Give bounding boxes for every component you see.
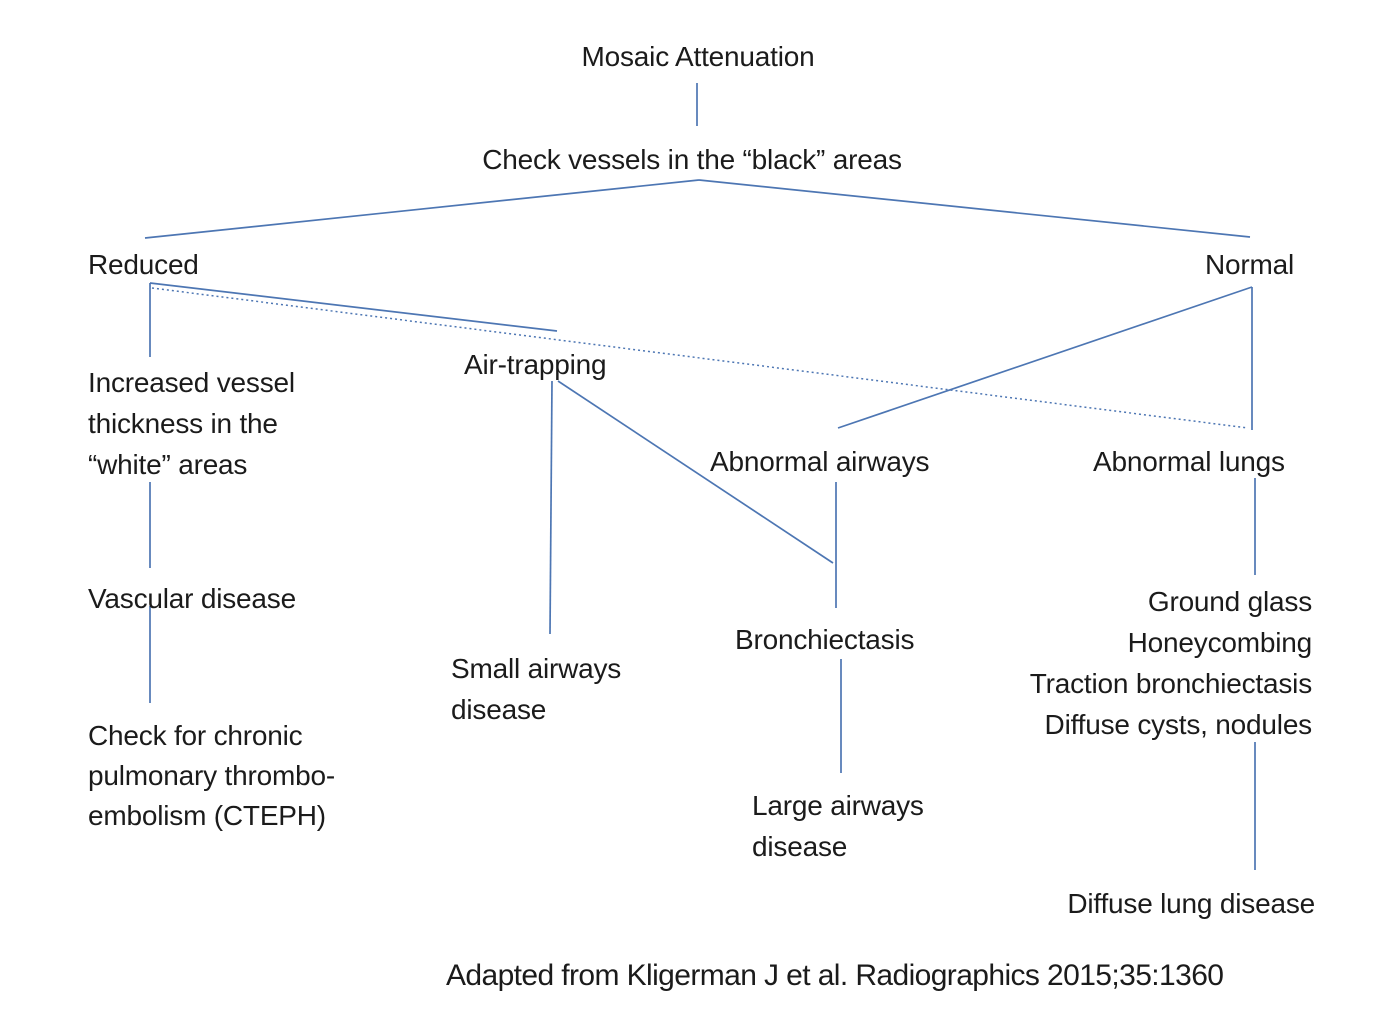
node-mosaic-attenuation: Mosaic Attenuation: [581, 41, 815, 72]
node-reduced: Reduced: [88, 249, 199, 280]
edge-air-trapping-to-bronchiectasis: [557, 380, 834, 564]
node-normal: Normal: [1205, 249, 1295, 280]
edge-reduced-to-abnormal-lungs: [151, 287, 1249, 429]
node-check-vessels: Check vessels in the “black” areas: [482, 144, 902, 175]
edge-reduced-to-air-trapping: [149, 282, 558, 332]
node-abnormal-lungs: Abnormal lungs: [1093, 446, 1285, 477]
node-bronchiectasis: Bronchiectasis: [735, 624, 915, 655]
node-large-airways-disease: Large airways disease: [752, 790, 924, 862]
edge-check-to-reduced: [144, 179, 700, 239]
edge-normal-to-abnormal-airways: [837, 286, 1253, 429]
edge-air-trapping-to-small-airways: [549, 380, 553, 635]
node-vascular-disease: Vascular disease: [88, 583, 296, 614]
node-increased-vessel-thickness: Increased vessel thickness in the “white…: [88, 367, 295, 480]
citation-text: Adapted from Kligerman J et al. Radiogra…: [446, 959, 1224, 992]
edge-check-to-normal: [698, 179, 1251, 238]
node-abnormal-lung-findings: Ground glass Honeycombing Traction bronc…: [1029, 586, 1312, 740]
node-small-airways-disease: Small airways disease: [451, 653, 622, 725]
node-air-trapping: Air-trapping: [464, 349, 607, 380]
node-cteph: Check for chronic pulmonary thrombo- emb…: [88, 720, 335, 831]
node-abnormal-airways: Abnormal airways: [710, 446, 930, 477]
node-diffuse-lung-disease: Diffuse lung disease: [1067, 888, 1315, 919]
